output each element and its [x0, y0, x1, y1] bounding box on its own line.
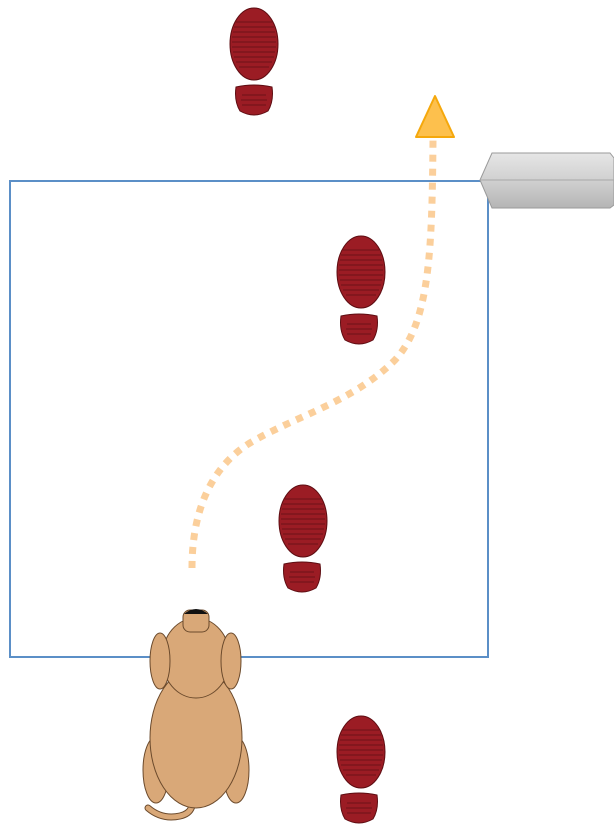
footprint-icon — [337, 236, 385, 344]
footprint-icon — [230, 8, 278, 115]
door-icon — [480, 153, 614, 208]
footprint-icon — [279, 485, 327, 592]
arrow-head-icon — [416, 96, 454, 137]
dog-icon — [143, 609, 249, 817]
footprint-icon — [337, 716, 385, 823]
room-outline — [10, 181, 488, 657]
